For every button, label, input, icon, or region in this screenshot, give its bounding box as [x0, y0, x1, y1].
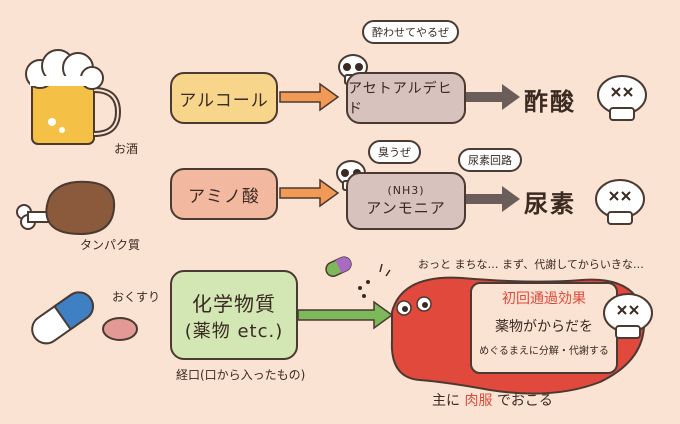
acetic-acid-label: 酢酸: [524, 88, 576, 116]
arrow-green: [297, 300, 394, 330]
chemical-substance-line2: (薬物 etc.): [184, 320, 284, 342]
ammonia-box: (NH3) アンモニア: [346, 172, 466, 230]
meat-icon: [16, 180, 116, 236]
footer-red: 肉服: [464, 393, 493, 409]
amino-acid-box: アミノ酸: [170, 168, 278, 220]
liver-speech: おっと まちな… まず、代謝してからいきな…: [418, 258, 644, 271]
row1-source-label: お酒: [114, 142, 139, 156]
beer-mug-icon: [25, 49, 122, 145]
row3-source-label: おくすり: [112, 290, 161, 304]
oral-route-label: 経口(口から入ったもの): [176, 368, 306, 382]
acetaldehyde-box-label: アセトアルデヒド: [348, 81, 453, 117]
alcohol-box: アルコール: [170, 72, 278, 124]
first-pass-effect-title: 初回通過効果: [502, 291, 586, 307]
ammonia-box-label: アンモニア: [366, 199, 446, 217]
liver-info-line1: 薬物がからだを: [495, 319, 593, 335]
capsule-icon: [31, 291, 94, 345]
chemical-substance-line1: 化学物質: [192, 291, 276, 316]
liver-info-line2: めぐるまえに分解・代謝する: [479, 346, 609, 357]
arrow-gray-2: [466, 186, 520, 212]
urea-label: 尿素: [524, 190, 576, 218]
liver-footer: 主に 肉服 でおこる: [432, 390, 553, 410]
arrow-orange-2: [279, 178, 340, 208]
footer-post: でおこる: [496, 393, 553, 409]
row2-speech-bubble: 臭うぜ: [368, 140, 421, 164]
tablet-icon: [102, 317, 138, 341]
amino-acid-box-label: アミノ酸: [188, 186, 260, 207]
ammonia-formula: (NH3): [387, 184, 425, 197]
skull-icon: [595, 179, 645, 225]
skull-icon: [603, 293, 653, 339]
alcohol-box-label: アルコール: [179, 90, 269, 111]
row1-speech-bubble: 酔わせてやるぜ: [362, 20, 459, 44]
chemical-substance-box: 化学物質 (薬物 etc.): [170, 270, 298, 360]
liver-info-box: 初回通過効果 薬物がからだを めぐるまえに分解・代謝する: [470, 282, 618, 374]
skull-icon: [597, 75, 647, 121]
acetaldehyde-box: アセトアルデヒド: [346, 72, 466, 124]
arrow-orange-1: [279, 82, 340, 112]
row2-source-label: タンパク質: [80, 238, 141, 252]
footer-pre: 主に: [432, 393, 460, 409]
arrow-gray-1: [466, 84, 520, 110]
urea-cycle-bubble: 尿素回路: [458, 148, 522, 172]
pill-particles: [325, 256, 391, 298]
